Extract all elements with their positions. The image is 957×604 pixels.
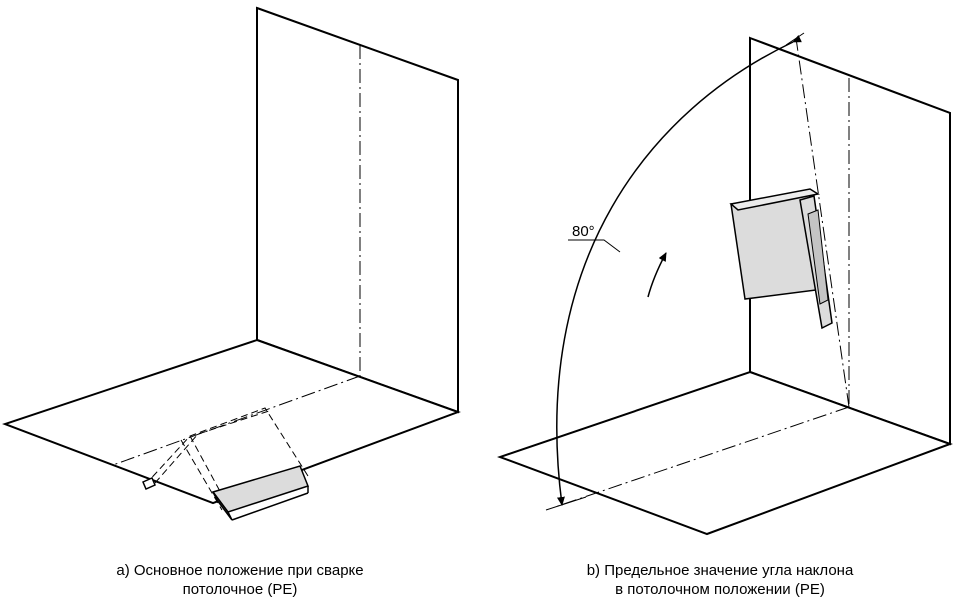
floor-plate-a bbox=[2, 338, 461, 505]
plate-outline-dashed-a bbox=[144, 407, 309, 486]
rotation-arrow bbox=[647, 252, 667, 298]
floor-centerline-a bbox=[112, 375, 361, 466]
angle-leader bbox=[568, 239, 621, 253]
caption-figure-a: a) Основное положение при сварке потолоч… bbox=[30, 561, 450, 599]
angle-arc-80 bbox=[556, 34, 802, 506]
angle-tick-top bbox=[785, 32, 805, 46]
plate-outline-dashed-a4 bbox=[180, 439, 223, 511]
plate-end-a bbox=[142, 477, 156, 490]
figure-a bbox=[2, 6, 461, 521]
test-plate-top-b bbox=[729, 188, 820, 211]
caption-a-line2: потолочное (PE) bbox=[182, 581, 298, 598]
test-plate-side-edge-b bbox=[807, 209, 829, 305]
inclined-axis-b bbox=[795, 37, 850, 408]
caption-a-line1: a) Основное положение при сварке bbox=[116, 562, 364, 579]
angle-tick-bottom bbox=[545, 496, 587, 511]
angle-label: 80° bbox=[572, 223, 595, 240]
caption-b-line1: b) Предельное значение угла наклона bbox=[586, 562, 854, 579]
test-plate-bottom-a bbox=[231, 492, 309, 521]
caption-b-line2: в потолочном положении (PE) bbox=[615, 581, 825, 598]
caption-figure-b: b) Предельное значение угла наклона в по… bbox=[505, 561, 935, 599]
figure-b bbox=[497, 32, 953, 536]
